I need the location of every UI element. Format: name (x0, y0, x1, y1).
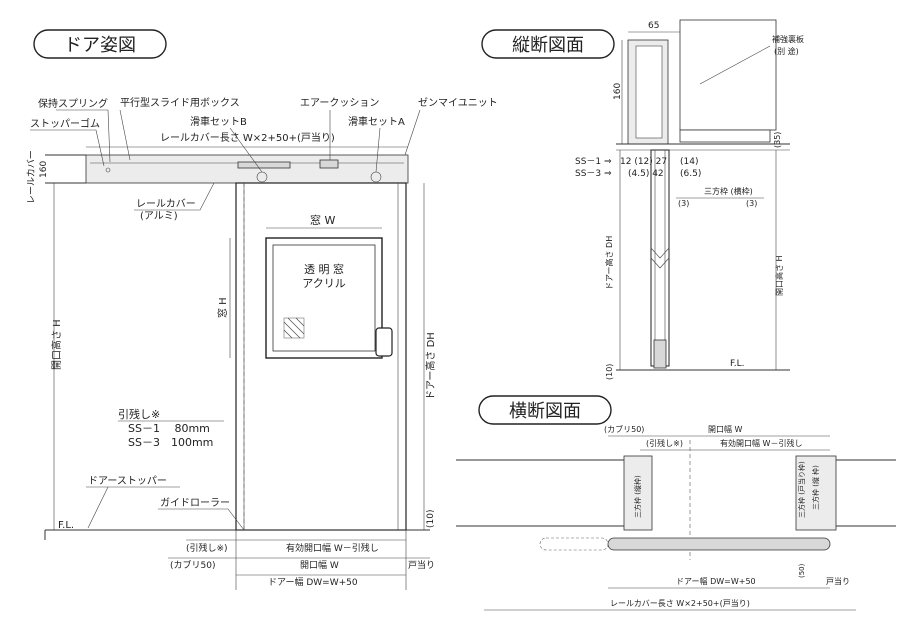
svg-text:(引残し※): (引残し※) (186, 542, 228, 554)
title-vertical-section: 縦断図面 (481, 29, 615, 59)
svg-text:(10): (10) (426, 510, 436, 528)
horizontal-section: (カブリ50) 開口幅 W (引残し※) 有効開口幅 W－引残し 三方枠 (縦枠… (456, 424, 896, 611)
door-handle (375, 327, 393, 357)
svg-text:(3): (3) (678, 199, 689, 208)
svg-text:窓 H: 窓 H (216, 297, 229, 318)
svg-text:SS－3 ⇒: SS－3 ⇒ (575, 169, 612, 179)
svg-text:エアークッション: エアークッション (300, 97, 379, 109)
svg-text:開口高さ H: 開口高さ H (50, 319, 63, 370)
svg-text:160: 160 (39, 161, 49, 178)
svg-text:ドアー幅 DW=W+50: ドアー幅 DW=W+50 (268, 576, 358, 588)
svg-text:(4.5) 42: (4.5) 42 (628, 169, 664, 179)
title-horizontal-section: 横断図面 (478, 395, 612, 425)
svg-text:窓 W: 窓 W (310, 213, 335, 227)
svg-text:F.L.: F.L. (730, 359, 744, 369)
svg-text:有効開口幅 W－引残し: 有効開口幅 W－引残し (720, 438, 802, 448)
svg-text:横断図面: 横断図面 (509, 401, 581, 422)
svg-text:滑車セットB: 滑車セットB (190, 115, 247, 128)
svg-text:SS－1 80mm: SS－1 80mm (128, 422, 210, 435)
svg-text:ドアー高さ DH: ドアー高さ DH (604, 236, 614, 290)
svg-text:ドアーストッパー: ドアーストッパー (88, 475, 167, 487)
svg-text:縦断図面: 縦断図面 (512, 35, 584, 56)
svg-text:(6.5): (6.5) (680, 169, 701, 179)
svg-text:65: 65 (648, 21, 659, 31)
svg-text:(50): (50) (798, 563, 806, 578)
svg-text:ゼンマイユニット: ゼンマイユニット (418, 97, 498, 109)
svg-text:戸当り: 戸当り (826, 576, 850, 586)
door-section (607, 537, 831, 551)
svg-text:三方枠 (横枠): 三方枠 (横枠) (704, 186, 753, 196)
svg-text:12 (12) 27: 12 (12) 27 (620, 157, 667, 167)
title-door-view: ドア姿図 (33, 29, 167, 59)
svg-text:三方枠 (縦枠): 三方枠 (縦枠) (633, 475, 642, 518)
svg-text:(3): (3) (746, 199, 757, 208)
svg-text:開口幅 W: 開口幅 W (300, 559, 339, 571)
svg-text:レールカバー: レールカバー (136, 198, 196, 210)
svg-text:(カブリ50): (カブリ50) (604, 424, 644, 434)
svg-text:滑車セットA: 滑車セットA (348, 115, 405, 128)
svg-text:SS－1 ⇒: SS－1 ⇒ (575, 157, 612, 167)
svg-text:三方枠 (縦 枠): 三方枠 (縦 枠) (811, 465, 820, 510)
svg-text:開口幅 W: 開口幅 W (708, 424, 743, 434)
vertical-section: 65 補強裏板 (別 途) 160 (35) SS－1 ⇒ SS－3 ⇒ 12 … (575, 19, 804, 380)
svg-text:SS－3 100mm: SS－3 100mm (128, 436, 213, 449)
svg-text:三方枠 (戸当り枠): 三方枠 (戸当り枠) (797, 461, 806, 518)
svg-text:ストッパーゴム: ストッパーゴム (30, 117, 100, 130)
svg-text:(引残し※): (引残し※) (646, 438, 683, 448)
svg-text:アクリル: アクリル (302, 277, 345, 290)
svg-text:(カブリ50): (カブリ50) (170, 559, 215, 571)
svg-text:(10): (10) (605, 364, 614, 380)
svg-text:F.L.: F.L. (58, 520, 74, 531)
svg-text:(35): (35) (773, 132, 782, 148)
door-view: 透 明 窓 アクリル 保持スプリング 平行型スライド用ボックス エアークッション… (26, 96, 498, 590)
svg-text:ドアー幅 DW=W+50: ドアー幅 DW=W+50 (676, 576, 756, 586)
svg-text:(別 途): (別 途) (774, 46, 799, 56)
svg-text:(アルミ): (アルミ) (140, 211, 178, 222)
svg-text:補強裏板: 補強裏板 (772, 34, 804, 44)
svg-text:(14): (14) (680, 157, 698, 167)
svg-text:レールカバー長さ W×2+50+(戸当り): レールカバー長さ W×2+50+(戸当り) (610, 598, 750, 608)
svg-text:有効開口幅 W－引残し: 有効開口幅 W－引残し (286, 542, 379, 554)
svg-text:平行型スライド用ボックス: 平行型スライド用ボックス (120, 96, 240, 109)
rail-cover-box (85, 154, 409, 184)
svg-text:戸当り: 戸当り (408, 559, 435, 571)
svg-text:引残し※: 引残し※ (118, 407, 160, 421)
svg-text:レールカバー長さ W×2+50+(戸当り): レールカバー長さ W×2+50+(戸当り) (160, 131, 335, 144)
svg-text:ドア姿図: ドア姿図 (64, 35, 136, 56)
svg-text:透 明 窓: 透 明 窓 (304, 262, 344, 276)
svg-text:ガイドローラー: ガイドローラー (160, 497, 230, 509)
svg-text:160: 160 (613, 83, 623, 100)
svg-text:開口高さ H: 開口高さ H (774, 255, 784, 296)
svg-text:保持スプリング: 保持スプリング (38, 97, 108, 110)
svg-text:レールカバー: レールカバー (26, 150, 37, 204)
svg-text:ドアー高さ DH: ドアー高さ DH (424, 332, 437, 400)
